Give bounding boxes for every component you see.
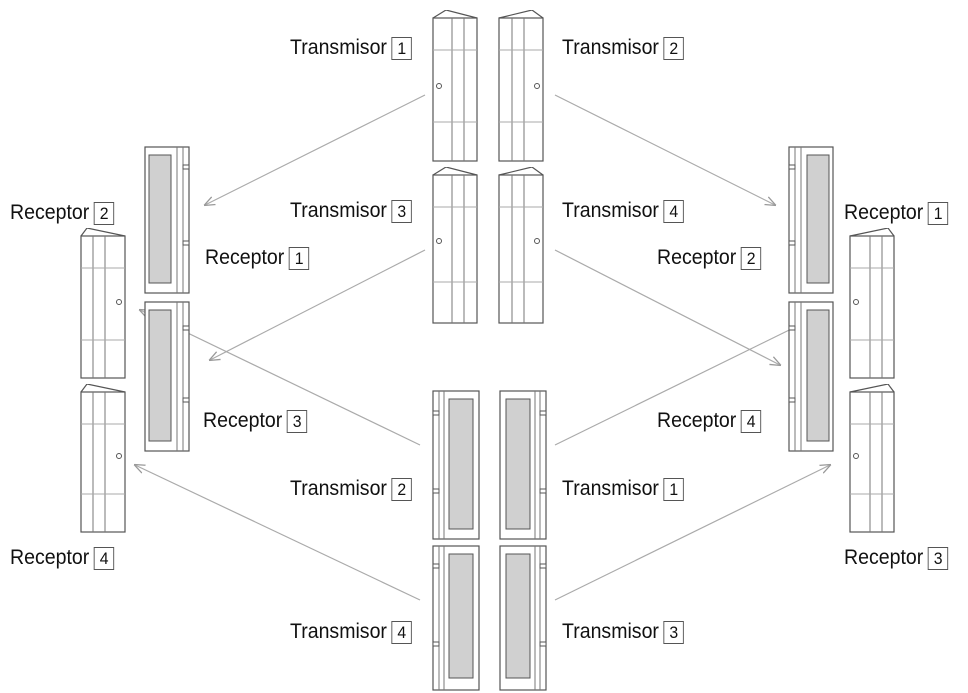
label-text: Transmisor — [290, 36, 387, 59]
label-number: 1 — [288, 246, 310, 270]
receiver-unit — [785, 143, 835, 295]
label-text: Receptor — [844, 546, 924, 569]
label-text: Transmisor — [290, 477, 387, 500]
receiver-unit — [143, 143, 193, 295]
receiver-unit — [785, 298, 835, 453]
transmitter-unit — [430, 167, 482, 325]
label-text: Receptor — [844, 201, 924, 224]
receiver-unit — [431, 385, 483, 541]
label-text: Transmisor — [562, 36, 659, 59]
transmitter-unit — [496, 10, 548, 163]
label-text: Transmisor — [562, 199, 659, 222]
label-number: 2 — [740, 246, 762, 270]
label-text: Transmisor — [290, 620, 387, 643]
label-number: 1 — [663, 477, 685, 501]
label-number: 3 — [927, 546, 949, 570]
transmitter-unit — [846, 228, 896, 380]
label-number: 3 — [391, 199, 413, 223]
transmitter-unit — [430, 10, 482, 163]
label-text: Receptor — [657, 409, 737, 432]
label-text: Transmisor — [290, 199, 387, 222]
label-number: 2 — [391, 477, 413, 501]
receiver-unit — [143, 298, 193, 453]
beam-arrow — [205, 94, 426, 205]
label-number: 4 — [740, 409, 762, 433]
label-number: 1 — [391, 36, 413, 60]
label-number: 1 — [927, 201, 949, 225]
label-text: Receptor — [205, 246, 285, 269]
transmitter-unit — [79, 384, 129, 534]
label-number: 3 — [663, 620, 685, 644]
label-text: Transmisor — [562, 620, 659, 643]
transmitter-unit — [846, 384, 896, 534]
beam-arrow — [554, 94, 775, 205]
label-text: Transmisor — [562, 477, 659, 500]
label-number: 4 — [93, 546, 115, 570]
label-text: Receptor — [10, 546, 90, 569]
transmitter-unit — [496, 167, 548, 325]
receiver-unit — [431, 542, 483, 692]
label-text: Receptor — [203, 409, 283, 432]
label-number: 4 — [391, 620, 413, 644]
label-text: Receptor — [10, 201, 90, 224]
label-number: 3 — [286, 409, 308, 433]
receiver-unit — [496, 385, 548, 541]
label-text: Receptor — [657, 246, 737, 269]
label-number: 2 — [93, 201, 115, 225]
label-number: 2 — [663, 36, 685, 60]
receiver-unit — [496, 542, 548, 692]
transmitter-unit — [79, 228, 129, 380]
label-number: 4 — [663, 199, 685, 223]
